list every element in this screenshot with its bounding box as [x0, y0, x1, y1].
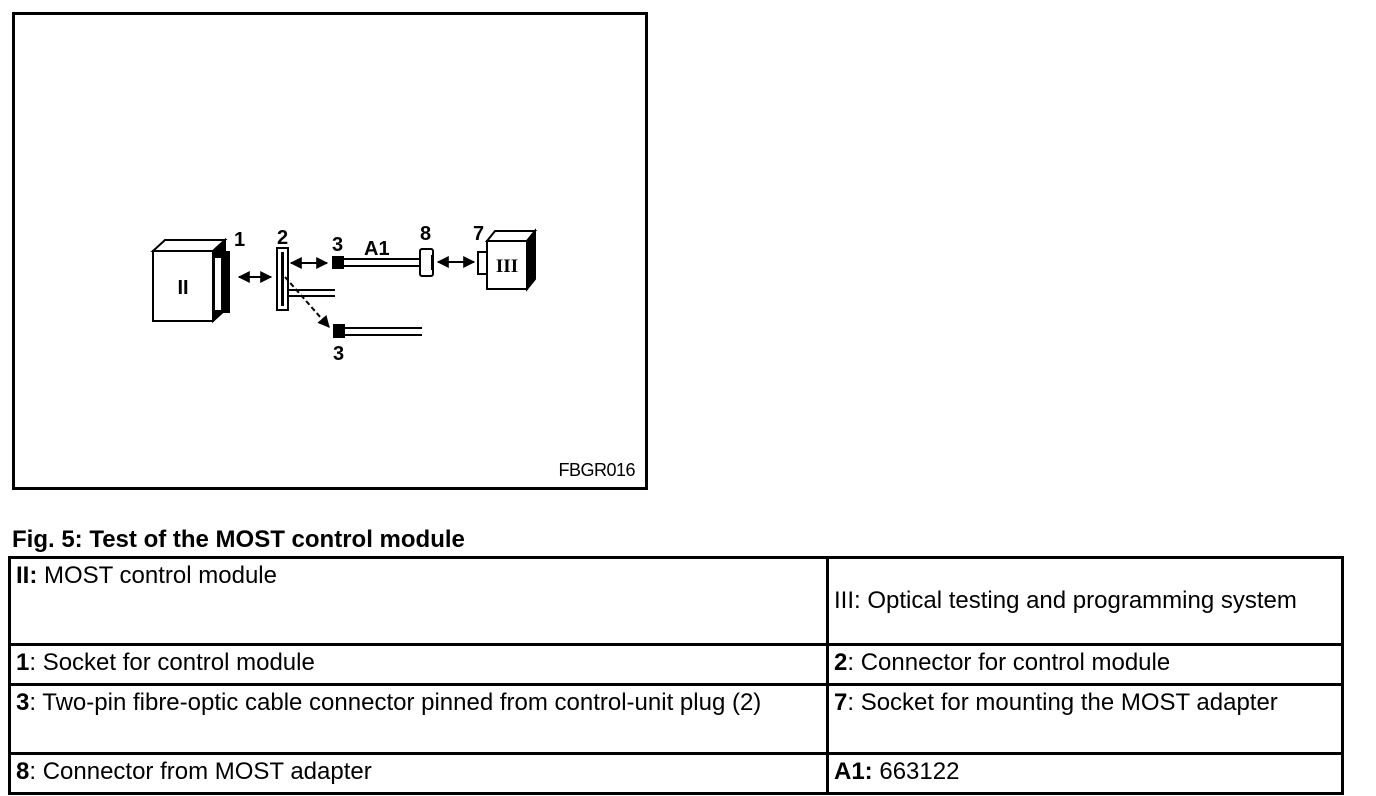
label-7: 7 — [473, 223, 484, 245]
label-3-top: 3 — [332, 234, 343, 256]
legend-cell: 2: Connector for control module — [826, 643, 1344, 686]
dashed-pin-line — [284, 276, 330, 328]
legend-text: : Socket for control module — [29, 649, 315, 676]
legend-table: II: MOST control module III: Optical tes… — [8, 556, 1344, 795]
table-row: 3: Two-pin fibre-optic cable connector p… — [8, 683, 1344, 755]
legend-text: : Two-pin fibre-optic cable connector pi… — [29, 689, 762, 716]
legend-text: MOST control module — [37, 562, 277, 589]
legend-cell: A1: 663122 — [826, 752, 1344, 795]
legend-key: 7 — [834, 689, 848, 716]
label-8: 8 — [420, 223, 431, 245]
label-a1: A1 — [364, 238, 390, 260]
label-2: 2 — [277, 227, 288, 249]
legend-text: 663122 — [872, 758, 960, 785]
legend-key: 1 — [16, 649, 30, 676]
legend-key: 2 — [834, 649, 848, 676]
figure-code: FBGR016 — [558, 460, 635, 480]
table-row: 1: Socket for control module 2: Connecto… — [8, 643, 1344, 686]
legend-key: II: — [16, 562, 38, 589]
legend-cell: III: Optical testing and programming sys… — [826, 556, 1344, 646]
label-3-bottom: 3 — [333, 343, 344, 365]
legend-text: : Socket for mounting the MOST adapter — [847, 689, 1278, 716]
table-row: 8: Connector from MOST adapter A1: 66312… — [8, 752, 1344, 795]
label-1: 1 — [234, 229, 245, 251]
legend-key: 8 — [16, 758, 30, 785]
module-ii-label: II — [177, 277, 188, 299]
figure-caption: Fig. 5: Test of the MOST control module — [12, 526, 465, 553]
table-row: II: MOST control module III: Optical tes… — [8, 556, 1344, 646]
module-iii-label: III — [496, 256, 518, 277]
legend-text: : Connector from MOST adapter — [29, 758, 372, 785]
legend-cell: 8: Connector from MOST adapter — [8, 752, 829, 795]
figure-frame: II 1 2 3 A1 — [12, 12, 648, 490]
legend-cell: 1: Socket for control module — [8, 643, 829, 686]
legend-key: A1: — [834, 758, 873, 785]
connector-3-top — [332, 256, 420, 269]
connector-8 — [419, 248, 434, 277]
legend-key: 3 — [16, 689, 30, 716]
most-test-diagram: II 1 2 3 A1 — [150, 223, 538, 365]
socket-1 — [213, 251, 230, 313]
legend-cell: 3: Two-pin fibre-optic cable connector p… — [8, 683, 829, 755]
legend-cell: II: MOST control module — [8, 556, 829, 646]
legend-cell: 7: Socket for mounting the MOST adapter — [826, 683, 1344, 755]
connector-3-bottom — [333, 324, 422, 338]
module-iii-box: III — [477, 228, 538, 292]
legend-text: : Connector for control module — [847, 649, 1171, 676]
legend-text: III: Optical testing and programming sys… — [834, 587, 1297, 614]
